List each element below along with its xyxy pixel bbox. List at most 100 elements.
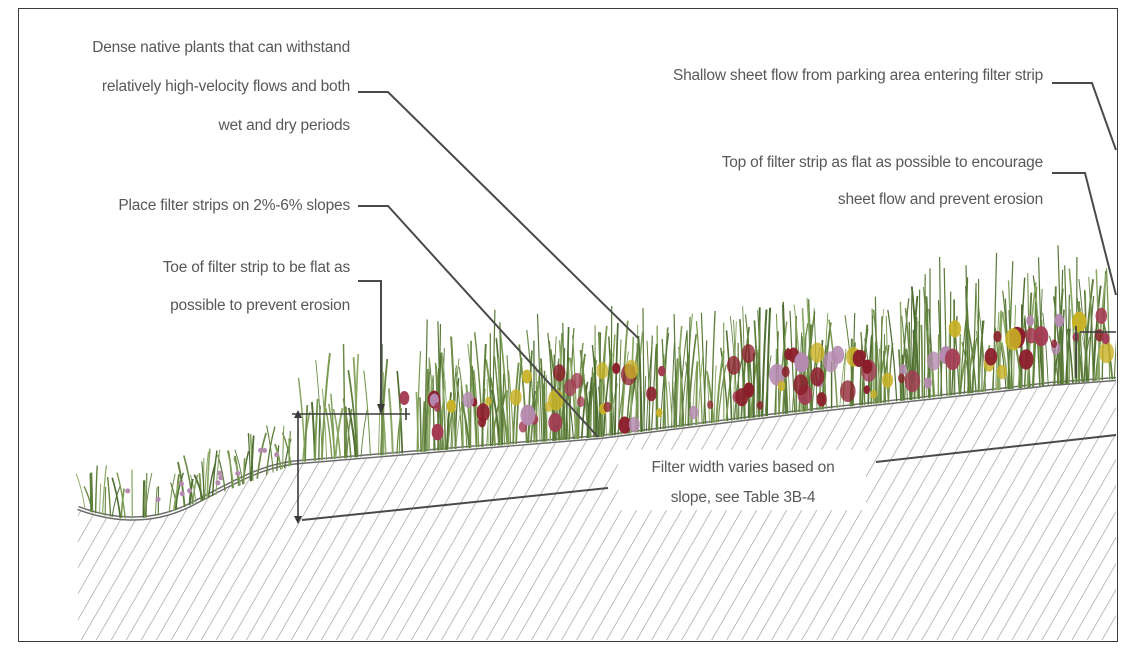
dim-left-arrow-top: [294, 410, 302, 418]
grass-blade: [977, 305, 987, 392]
grass-blade: [174, 472, 184, 511]
flower: [898, 364, 907, 375]
filter-width-line-2: slope, see Table 3B-4: [671, 489, 816, 506]
flower: [564, 379, 577, 397]
flower: [984, 348, 998, 366]
flower: [478, 416, 487, 428]
flower: [944, 348, 961, 371]
grass-blade: [142, 480, 146, 518]
grass-blade: [304, 405, 309, 462]
grass-blade: [717, 364, 727, 423]
top-flat-leader: [1052, 172, 1117, 296]
flower: [520, 404, 536, 426]
grass-blade: [1087, 295, 1095, 382]
filter-width-text-bg: [618, 450, 866, 510]
flower: [926, 351, 941, 371]
grass-blade: [885, 315, 889, 403]
dimension-markers: [292, 326, 1116, 524]
label-toe: Toe of filter strip to be flat as possib…: [163, 259, 385, 414]
grass-blade: [207, 461, 217, 498]
grass-blade: [602, 353, 613, 437]
flower: [996, 364, 1008, 380]
grass-blade: [247, 433, 252, 482]
flower: [794, 352, 809, 373]
grass-blade: [739, 319, 746, 420]
grass-blade: [450, 336, 457, 450]
label-slopes: Place filter strips on 2%-6% slopes: [118, 197, 599, 438]
grass-blade: [715, 350, 725, 423]
grass-blade: [318, 405, 321, 461]
flower: [1026, 315, 1034, 327]
grass-blade: [455, 368, 463, 449]
grass-blade: [1096, 273, 1108, 381]
grass-blade: [706, 370, 710, 424]
grass-blade: [981, 320, 983, 393]
grass-blade: [120, 488, 125, 519]
grass-blade: [460, 401, 471, 448]
toe-arrowhead: [377, 404, 385, 414]
grass-blade: [342, 398, 352, 458]
flower: [852, 349, 866, 367]
grass-blade: [497, 357, 502, 446]
seed-stalk: [536, 313, 543, 442]
seed-stalk: [703, 340, 708, 425]
flower: [777, 380, 786, 392]
grass-blade: [663, 354, 669, 429]
grass-blade: [101, 465, 108, 516]
grass-blade: [673, 381, 676, 428]
flower: [624, 359, 639, 379]
grass-blade: [540, 358, 545, 442]
flower: [840, 380, 856, 403]
grass-blade: [325, 407, 333, 460]
grass-blade: [445, 392, 452, 450]
seed-stalk: [943, 267, 948, 396]
grass-blade: [755, 318, 761, 418]
grass-blade: [903, 340, 911, 400]
grass-blade: [469, 340, 472, 448]
grass-blade: [342, 343, 346, 459]
grass-blade: [491, 398, 501, 447]
grass-blade: [99, 483, 102, 515]
grass-blade: [243, 458, 246, 485]
seed-stalk: [1059, 269, 1064, 385]
flower: [274, 452, 280, 458]
grass-blade: [569, 357, 577, 440]
grass-blade: [842, 348, 847, 408]
grass-blade: [887, 343, 894, 403]
grass-blade: [839, 353, 846, 408]
seed-stalk: [1064, 265, 1069, 384]
flower: [646, 386, 657, 402]
flower: [235, 471, 241, 476]
flower: [993, 331, 1002, 343]
grass-blade: [211, 450, 218, 497]
toe-line-1: Toe of filter strip to be flat as: [163, 259, 351, 276]
grass-blade: [321, 388, 328, 460]
grass-blade: [460, 386, 464, 449]
label-dense-plants: Dense native plants that can withstand r…: [92, 39, 639, 339]
grass-blade: [706, 371, 715, 423]
grass-blade: [314, 398, 319, 461]
grass-blade: [1076, 297, 1084, 383]
grass-blade: [614, 322, 619, 436]
slopes-leader: [358, 205, 599, 438]
flower: [904, 370, 921, 393]
grass-blade: [586, 377, 593, 439]
flower: [688, 405, 699, 420]
seed-stalk: [686, 330, 690, 426]
flower: [882, 372, 894, 389]
flower: [948, 320, 962, 338]
flower: [726, 355, 741, 375]
grass-blade: [330, 393, 336, 460]
grass-blade: [265, 426, 276, 476]
grass-blade: [481, 343, 487, 447]
grass-blade: [473, 369, 480, 448]
seed-stalk: [648, 335, 653, 431]
flower: [576, 396, 585, 408]
seed-stalk: [610, 305, 613, 436]
grass-blade: [233, 457, 242, 486]
flower: [446, 399, 456, 413]
grass-blade: [276, 445, 280, 472]
grass-blade: [859, 344, 863, 406]
label-filter-width: Filter width varies based on slope, see …: [301, 434, 1117, 521]
grass-blade: [193, 474, 204, 501]
